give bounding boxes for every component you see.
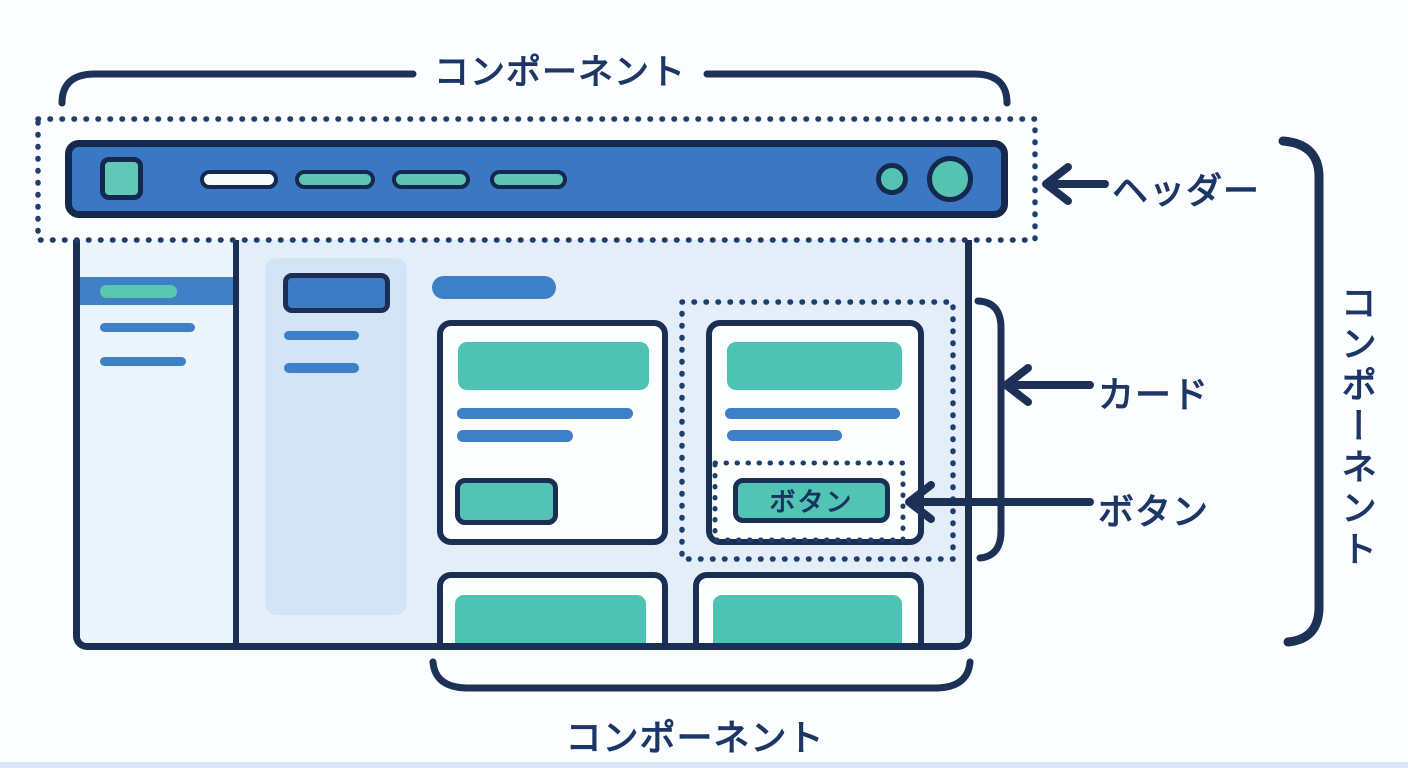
mock-card-3 [437,572,668,643]
mock-card-2: ボタン [706,320,924,545]
mock-avatar-circle [927,156,973,202]
mock-sidebar-active-item [80,277,233,305]
mock-sidebar-line [100,323,195,332]
mock-card-image [458,342,649,390]
card-label: カード [1098,374,1210,415]
mock-nav-pill [392,170,470,189]
mock-sidebar-active-pill [100,285,177,298]
header-label: ヘッダー [1112,170,1261,211]
mock-nav-pill [295,170,375,189]
bottom-bracket [429,658,974,692]
card-arrow-left-icon [1002,364,1094,406]
top-component-label: コンポーネント [433,53,686,92]
header-arrow-left-icon [1042,163,1109,205]
mock-subpanel-line [284,331,359,340]
mock-card-line [727,430,842,441]
button-label: ボタン [1098,491,1210,532]
bottom-edge-strip [0,762,1408,768]
mock-card-line [457,430,573,442]
bottom-component-label: コンポーネント [565,717,825,758]
mock-window: ボタン [73,240,972,650]
mock-nav-pill [490,170,567,189]
card-bracket [974,297,1005,562]
mock-subpanel-line [284,363,359,373]
mock-avatar-circle [876,163,908,195]
mock-card-image [455,595,646,643]
mock-content-title-pill [432,276,556,299]
mock-card-image [727,342,902,390]
mock-card-line [725,408,900,419]
right-component-brace [1278,136,1324,647]
mock-button: ボタン [733,478,890,523]
mock-subpanel-button [283,273,390,313]
mock-card-button [455,478,558,525]
mock-logo [100,157,143,200]
mock-sidebar-line [100,357,186,366]
mock-card-image [713,595,902,643]
mock-card-1 [437,320,668,545]
right-component-label: コンポーネント [1336,284,1377,571]
mock-subpanel [265,258,407,615]
mock-header [65,140,1008,218]
mock-search-pill [200,170,278,189]
mock-card-line [457,408,633,419]
mock-sidebar [80,240,239,643]
mock-card-4 [693,572,924,643]
